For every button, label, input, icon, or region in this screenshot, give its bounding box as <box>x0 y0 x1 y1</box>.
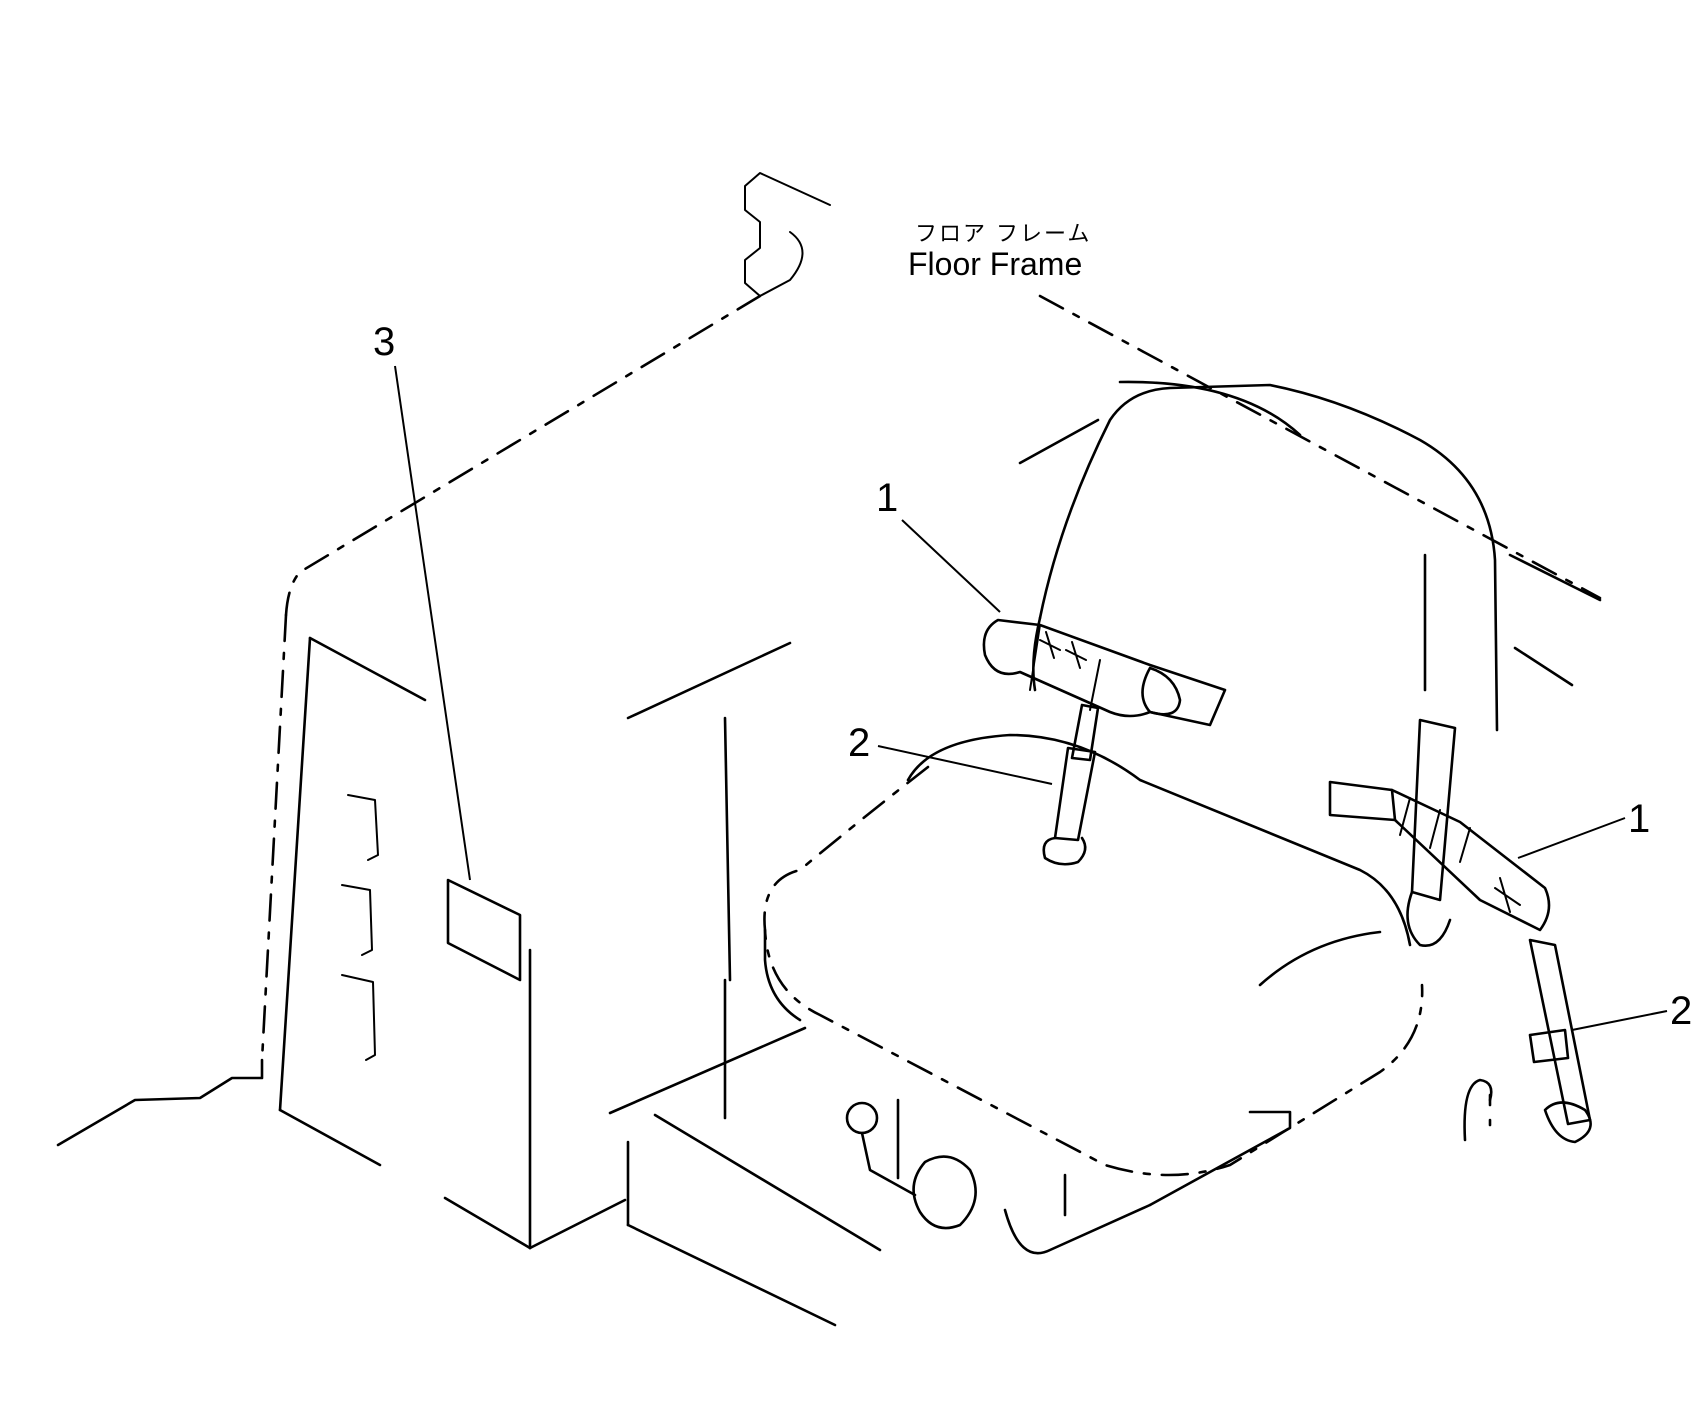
belt-anchor-left <box>1042 703 1100 866</box>
callout-2-right: 2 <box>1670 989 1693 1033</box>
callout-1-right: 1 <box>1628 797 1651 841</box>
belt-anchor-right <box>1463 938 1592 1144</box>
callout-1-left: 1 <box>876 476 899 520</box>
leader-2-right <box>1571 1010 1668 1031</box>
leader-3 <box>394 365 471 881</box>
seat-base <box>845 1098 1292 1255</box>
floor-frame-label-jp: フロア フレーム <box>915 222 1092 247</box>
seat-belt-right <box>1328 718 1551 947</box>
cab-interior-lines <box>608 418 1574 1327</box>
floor-frame-outline <box>284 172 1602 617</box>
floor-base <box>56 613 288 1147</box>
leader-1-right <box>1517 817 1626 859</box>
side-console <box>278 636 627 1250</box>
seat-back <box>1032 380 1499 732</box>
leader-2-left <box>877 745 1053 785</box>
label-plate-shape <box>446 878 522 982</box>
leader-1-left <box>901 519 1001 613</box>
callout-leaders <box>394 365 1668 1031</box>
callout-3: 3 <box>373 320 396 364</box>
seat-cushion <box>763 733 1424 1177</box>
callout-2-left: 2 <box>848 721 871 765</box>
floor-frame-label-en: Floor Frame <box>908 246 1083 282</box>
seat-belt-left <box>982 618 1227 727</box>
